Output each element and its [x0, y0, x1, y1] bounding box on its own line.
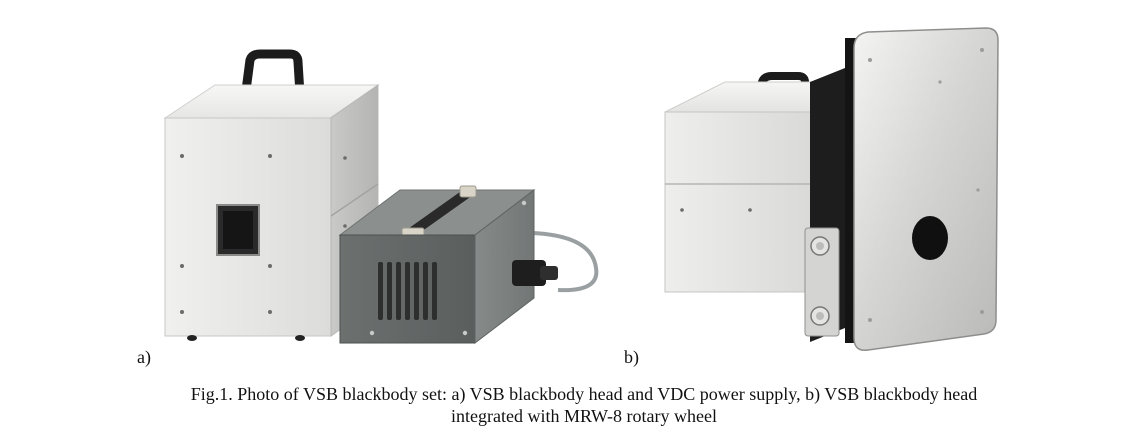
panel-label-b: b) [624, 347, 639, 367]
photo-blackbody-head-with-rotary-wheel [664, 27, 999, 351]
figure-caption: Fig.1. Photo of VSB blackbody set: a) VS… [40, 383, 1128, 427]
wheel-bracket [804, 227, 840, 337]
caption-line-1: Fig.1. Photo of VSB blackbody set: a) VS… [190, 384, 978, 404]
power-supply-connector [512, 260, 558, 286]
photo-blackbody-head-and-power-supply [163, 49, 599, 345]
power-supply-vents [378, 262, 437, 320]
head-aperture [216, 204, 260, 256]
rotary-wheel [853, 27, 999, 351]
panel-label-a: a) [137, 347, 151, 367]
power-cable [532, 231, 599, 293]
caption-line-2: integrated with MRW-8 rotary wheel [451, 406, 717, 426]
